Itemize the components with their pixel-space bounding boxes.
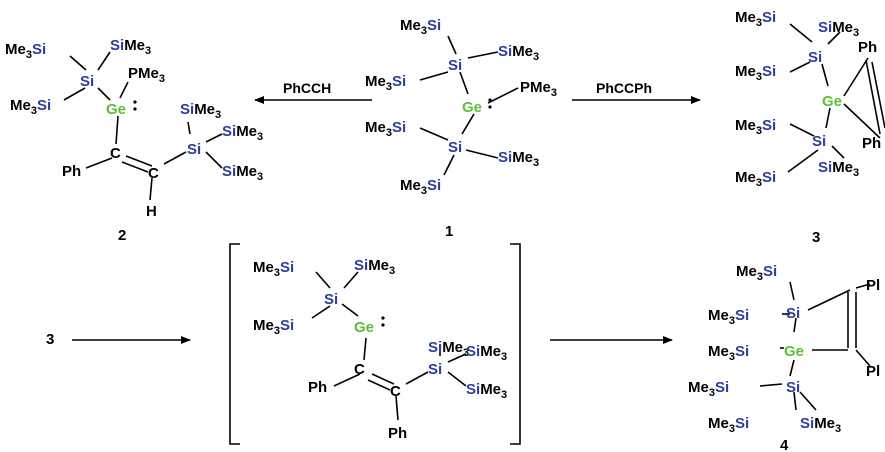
c3-ge: Ge: [822, 93, 842, 110]
c1-ge: Ge: [462, 99, 482, 116]
start-compound-label: 3: [46, 331, 54, 348]
svg-text:Me3Si: Me3Si: [735, 9, 776, 29]
int-ge: Ge: [354, 319, 374, 336]
svg-text:SiMe3: SiMe3: [110, 37, 151, 57]
c2-ge: Ge: [106, 101, 126, 118]
svg-text:SiMe3: SiMe3: [498, 149, 539, 169]
bracket-left: [229, 243, 240, 445]
svg-text:Me3Si: Me3Si: [400, 177, 441, 197]
svg-text:Ph: Ph: [308, 379, 327, 396]
svg-text:Ph: Ph: [62, 163, 81, 180]
compound-2: Me3Si SiMe3 Si PMe3 Me3Si Ge SiMe3 SiMe3…: [5, 37, 263, 244]
svg-text:Me3Si: Me3Si: [708, 343, 749, 363]
c4-ph-lower: Pl: [866, 363, 880, 380]
c3-si-upper: Si: [808, 49, 822, 66]
svg-text:Me3Si: Me3Si: [735, 117, 776, 137]
svg-text:SiMe3: SiMe3: [222, 123, 263, 143]
svg-text:SiMe3: SiMe3: [818, 159, 859, 179]
c3-si-lower: Si: [812, 133, 826, 150]
svg-text:Me3Si: Me3Si: [253, 317, 294, 337]
svg-text:C: C: [110, 145, 121, 162]
svg-text:Me3Si: Me3Si: [735, 169, 776, 189]
c1-si-upper: Si: [448, 57, 462, 74]
c1-si-lower: Si: [448, 139, 462, 156]
svg-text:Ph: Ph: [858, 39, 877, 56]
compound-1: Me3Si Si SiMe3 Me3Si PMe3 Ge Me3Si Si Si…: [365, 17, 557, 240]
svg-text:Ph: Ph: [862, 135, 881, 152]
svg-text:Me3Si: Me3Si: [708, 307, 749, 327]
svg-text:C: C: [148, 165, 159, 182]
reagent-phcch: PhCCH: [283, 80, 331, 96]
svg-text:SiMe3: SiMe3: [818, 19, 859, 39]
c4-si-ring: Si: [786, 305, 800, 322]
c2-si: Si: [80, 73, 94, 90]
svg-text:SiMe3: SiMe3: [498, 43, 539, 63]
compound-4-label: 4: [780, 437, 789, 452]
svg-text:H: H: [146, 203, 157, 220]
svg-text:SiMe3: SiMe3: [180, 101, 221, 121]
svg-text:Me3Si: Me3Si: [365, 119, 406, 139]
c4-ge: Ge: [784, 343, 804, 360]
svg-text:Me3Si: Me3Si: [253, 259, 294, 279]
svg-text:SiMe3: SiMe3: [466, 343, 507, 363]
compound-3: Me3Si SiMe3 Ph Si Me3Si Ge Me3Si Si Ph S…: [735, 9, 885, 246]
svg-text:PMe3: PMe3: [128, 65, 165, 85]
svg-text:Me3Si: Me3Si: [708, 415, 749, 435]
compound-2-label: 2: [118, 227, 126, 244]
c2-si-vinyl: Si: [187, 141, 201, 158]
svg-text:C: C: [354, 361, 365, 378]
int-si-vinyl: Si: [428, 361, 442, 378]
reagent-phccph: PhCCPh: [596, 80, 652, 96]
svg-text:C: C: [390, 383, 401, 400]
svg-text:SiMe3: SiMe3: [222, 163, 263, 183]
c4-si-lower: Si: [786, 379, 800, 396]
bracket-right: [510, 243, 521, 445]
svg-text:Me3Si: Me3Si: [400, 17, 441, 37]
svg-text:Me3Si: Me3Si: [735, 63, 776, 83]
intermediate: Me3Si SiMe3 Si Me3Si Ge SiMe3 C SiMe3 Si…: [253, 257, 507, 442]
svg-text:Me3Si: Me3Si: [688, 379, 729, 399]
svg-text:Me3Si: Me3Si: [5, 41, 46, 61]
svg-text:Me3Si: Me3Si: [736, 263, 777, 283]
c4-ph-upper: Pl: [866, 277, 880, 294]
svg-text:Me3Si: Me3Si: [10, 97, 51, 117]
compound-1-label: 1: [445, 223, 453, 240]
svg-text:Ph: Ph: [388, 425, 407, 442]
compound-4: Me3Si Pl Me3Si Si Me3Si Ge Pl Me3Si Si M…: [688, 263, 880, 452]
int-si: Si: [324, 291, 338, 308]
svg-text:SiMe3: SiMe3: [354, 257, 395, 277]
svg-text:Me3Si: Me3Si: [365, 73, 406, 93]
svg-text:SiMe3: SiMe3: [466, 381, 507, 401]
svg-text:PMe3: PMe3: [520, 79, 557, 99]
svg-text:SiMe3: SiMe3: [428, 339, 469, 359]
svg-text:SiMe3: SiMe3: [800, 415, 841, 435]
compound-3-label: 3: [812, 229, 820, 246]
c1-me3-label: Me: [400, 17, 421, 34]
